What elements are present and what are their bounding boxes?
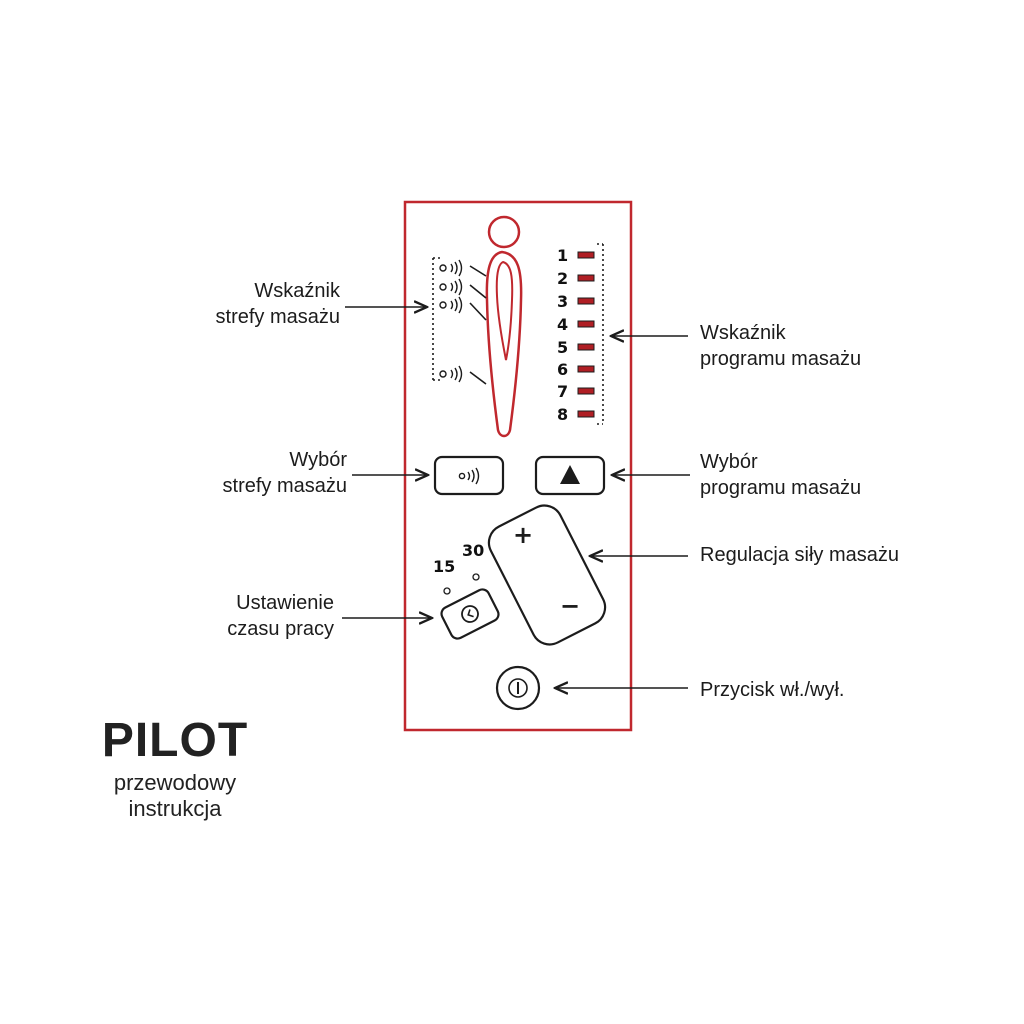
zone-led-2 [439,278,487,299]
vibration-waves-icon [458,467,480,485]
timer-option-15: 15 [433,557,455,576]
program-number-4: 4 [557,315,568,334]
timer-led-15 [443,587,451,595]
program-number-1: 1 [557,246,568,265]
zone-indicator-bracket [432,257,441,381]
program-led-2 [577,274,595,282]
program-select-button[interactable] [534,455,606,496]
program-led-3 [577,297,595,305]
power-icon [508,678,528,698]
program-led-1 [577,251,595,259]
title-subtitle-1: przewodowy [113,770,237,795]
title-main: PILOT [101,714,249,767]
program-indicator-list: 1 2 3 4 5 6 7 8 [557,246,595,424]
program-led-8 [577,410,595,418]
program-number-7: 7 [557,382,568,401]
program-select-label: Wybór programu masażu [700,451,862,499]
triangle-up-icon [560,465,580,484]
program-number-8: 8 [557,405,568,424]
timer-button[interactable] [439,587,501,641]
intensity-rocker[interactable] [483,499,612,650]
zone-led-3 [439,296,487,321]
program-indicator-bracket [597,243,604,425]
body-figure-icon [485,215,523,438]
timer-led-30 [472,573,480,581]
clock-icon [461,605,479,623]
timer-label: Ustawienie czasu pracy [227,592,334,640]
program-led-7 [577,387,595,395]
power-label: Przycisk wł./wył. [700,679,845,701]
program-led-6 [577,365,595,373]
zone-select-button[interactable] [433,455,505,496]
program-led-5 [577,343,595,351]
document-title: PILOT przewodowy instrukcja [80,712,270,822]
timer-option-30: 30 [462,541,484,560]
power-button[interactable] [495,665,541,711]
zone-led-4 [439,365,487,385]
intensity-label: Regulacja siły masażu [700,544,899,566]
program-number-3: 3 [557,292,568,311]
program-number-6: 6 [557,360,568,379]
zone-select-label: Wybór strefy masażu [222,449,347,497]
zone-indicator-label: Wskaźnik strefy masażu [215,280,340,328]
program-number-2: 2 [557,269,568,288]
title-subtitle-2: instrukcja [128,796,222,821]
program-indicator-label: Wskaźnik programu masażu [700,322,862,370]
program-led-4 [577,320,595,328]
intensity-minus-button[interactable]: − [560,592,580,620]
intensity-plus-button[interactable]: + [513,521,533,549]
zone-led-1 [439,259,487,277]
program-number-5: 5 [557,338,568,357]
